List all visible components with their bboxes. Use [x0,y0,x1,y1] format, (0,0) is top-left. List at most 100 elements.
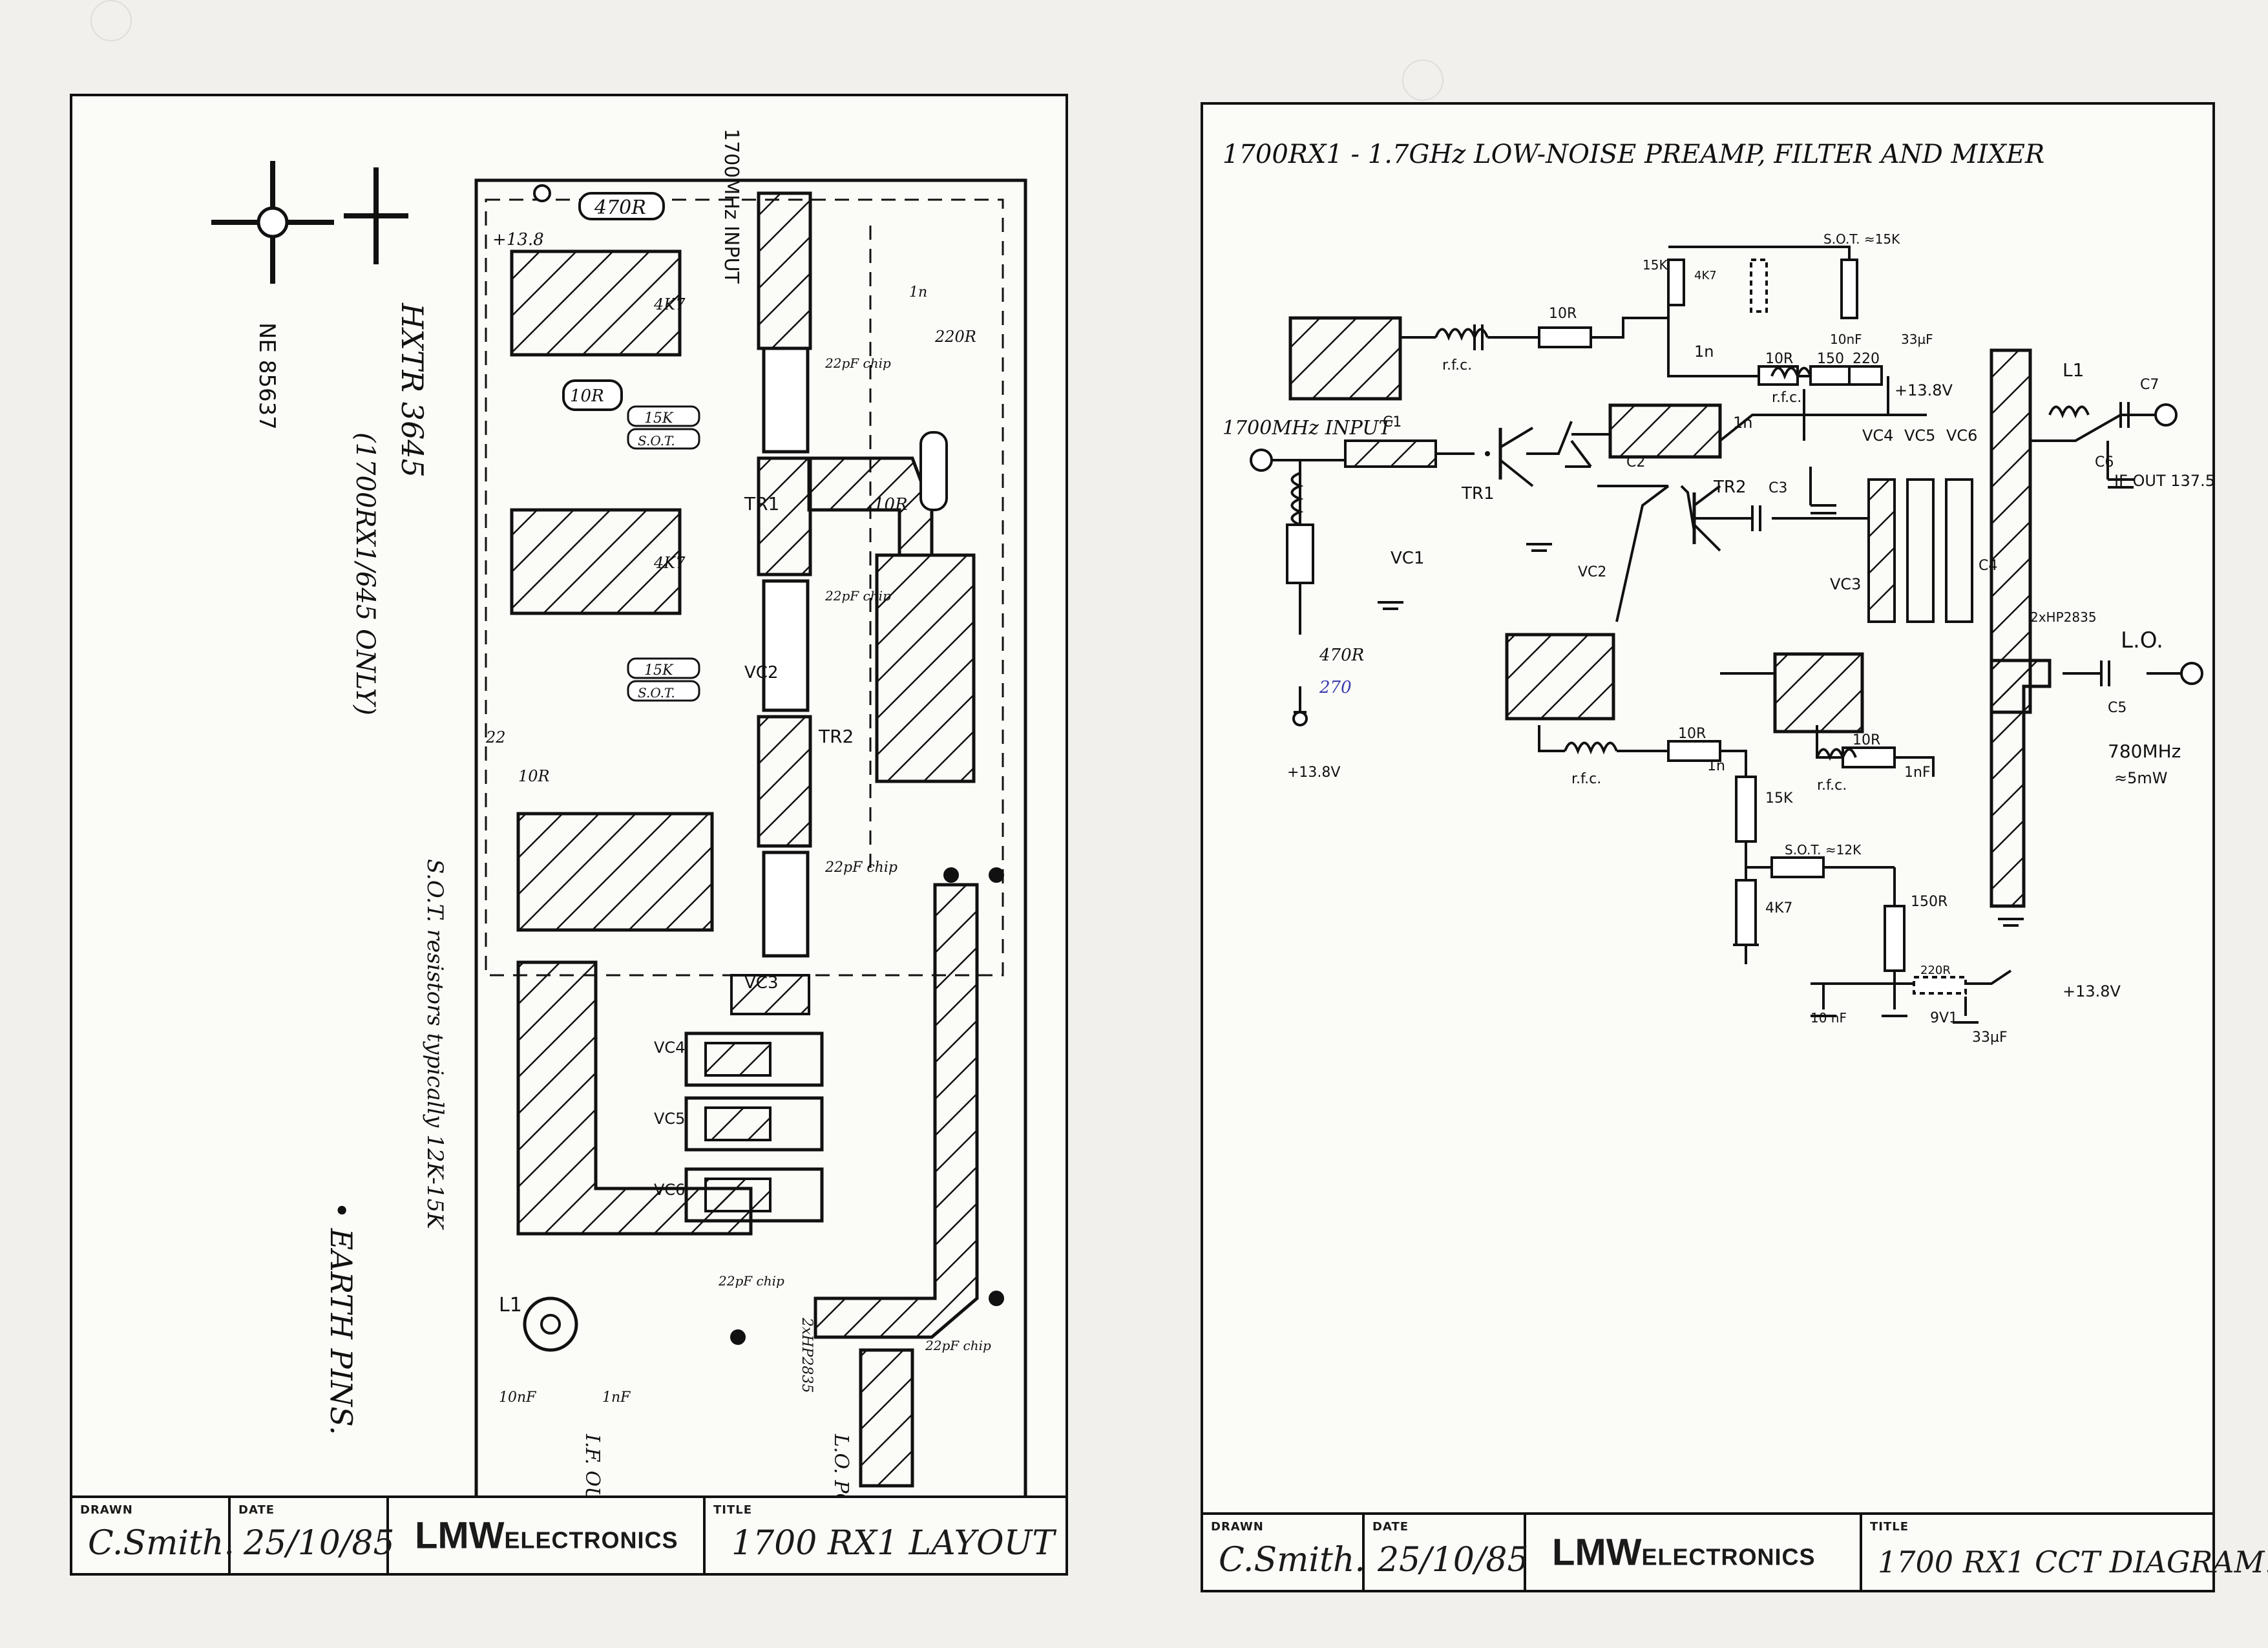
ground-pad-1 [510,249,682,357]
sch-mixer-diodes: 2xHP2835 [2030,609,2097,625]
sch-33uf-b: 33µF [1972,1030,2008,1046]
sch-15k-a: 15K [1643,257,1668,273]
chip-label-a: 22pF chip [824,355,891,371]
earth-pins-text: • EARTH PINS. [324,1201,359,1435]
sch-rfc-c: r.f.c. [1571,771,1601,787]
cct-drawn-cell: DRAWN C.Smith. [1203,1515,1365,1590]
sch-4k7-a: 4K7 [1694,269,1717,282]
sch-10nf-b: 10 nF [1811,1010,1847,1026]
sch-10r-b: 10R [1765,351,1793,367]
ground-pad-3 [516,812,714,932]
layout-sheet: 470R 10R 15K S.O.T. 15K S.O.T. +13.8 TR1… [70,94,1068,1576]
sch-c4: C4 [1979,558,1997,574]
sch-vc1: VC1 [1391,549,1424,568]
chip-label-e: 22pF chip [925,1338,991,1353]
ground-pad-2 [510,508,682,615]
sch-tr1: TR1 [1461,484,1495,503]
label-1n-layout: 1n [909,284,927,301]
sch-lo-freq: 780MHz [2108,741,2181,762]
label-10nf-layout: 10nF [499,1389,536,1406]
layout-input-label: 1700MHz INPUT [720,129,742,284]
layout-drawing: 470R 10R 15K S.O.T. 15K S.O.T. +13.8 TR1… [211,129,1027,1568]
label-10r-c: 10R [518,767,550,785]
sch-220r: 220R [1920,964,1951,977]
sch-c6: C6 [2095,454,2114,470]
cct-date-cell: DATE 25/10/85 [1365,1515,1529,1590]
label-vc4-layout: VC4 [654,1039,685,1057]
label-sot-b: S.O.T. [638,685,675,701]
hxtr-text: HXTR 3645 [395,302,430,478]
sch-150r: 150R [1911,894,1948,910]
sch-vc6: VC6 [1946,427,1977,445]
sot-note-text: S.O.T. resistors typically 12K-15K [422,859,448,1231]
punch-hole-2 [1402,59,1444,101]
sch-if-out: IF OUT 137.5MHz [2114,472,2212,490]
coil-l1 [523,1296,578,1352]
sch-c1: C1 [1383,414,1402,430]
label-tr1-layout: TR1 [744,493,779,514]
label-10r-a: 10R [570,386,604,406]
sch-vc5: VC5 [1904,427,1935,445]
punch-hole-1 [90,0,132,41]
sch-l1: L1 [2063,359,2084,381]
sch-vc2: VC2 [1578,564,1606,580]
label-1nf-layout: 1nF [602,1389,631,1406]
label-vc6-layout: VC6 [654,1181,685,1199]
sch-rfc-b: r.f.c. [1772,390,1801,406]
label-l1-layout: L1 [499,1294,522,1316]
sch-sot-top: S.O.T. ≈15K [1823,231,1900,247]
lo-line [814,883,979,1339]
label-470r: 470R [594,196,646,219]
sch-c3: C3 [1769,480,1787,496]
diodes-text: 2xHP2835 [799,1317,815,1393]
sch-sot-mid: S.O.T. ≈12K [1785,842,1862,858]
sch-150: 150 [1817,351,1844,367]
label-vc5-layout: VC5 [654,1110,685,1128]
label-10r-b: 10R [874,495,908,514]
sch-33uf-a: 33µF [1901,332,1933,347]
sch-10r-d: 10R [1853,732,1880,748]
screen-outline-1 [485,198,1004,977]
date-cell: DATE 25/10/85 [231,1498,395,1573]
label-220r-layout: 220R [934,328,976,346]
label-vc2-layout: VC2 [744,663,778,682]
label-13v8: +13.8 [492,230,544,249]
sch-lo: L.O. [2121,628,2163,653]
sch-vc4: VC4 [1862,427,1893,445]
sch-rfc-a: r.f.c. [1442,357,1472,374]
sch-tr2: TR2 [1713,478,1747,497]
input-track [757,191,812,350]
sch-vc3: VC3 [1830,575,1861,593]
sch-220: 220 [1853,351,1880,367]
sch-10r-a: 10R [1549,306,1577,322]
chip-label-d: 22pF chip [718,1273,784,1289]
ne-part-text: NE 85637 [254,322,280,430]
sch-4k7-b: 4K7 [1765,900,1792,916]
sch-13v8-b: +13.8V [1895,381,1953,399]
sch-c2: C2 [1626,454,1645,470]
sch-1n-a: 1n [1694,343,1714,361]
sch-1nf-d: 1nF [1904,765,1931,781]
chip-label-b: 22pF chip [824,588,891,604]
label-4k7-b: 4K7 [653,554,686,572]
sch-15k-b: 15K [1765,790,1793,807]
sch-1n-b: 1n [1733,414,1752,432]
sch-lo-pow: ≈5mW [2114,769,2168,787]
label-15k-a: 15K [644,410,674,427]
cct-brand-cell: LMWELECTRONICS [1526,1515,1862,1590]
label-vc3-layout: VC3 [744,973,778,993]
sch-c7: C7 [2140,377,2159,393]
transistor-pinout-symbol [211,161,408,284]
ground-pad-4 [875,553,976,783]
rx-only-text: (1700RX1/645 ONLY) [350,432,380,715]
layout-title-block: DRAWN C.Smith. DATE 25/10/85 LMWELECTRON… [70,1495,1068,1576]
drawn-cell: DRAWN C.Smith. [72,1498,235,1573]
sch-13v8-c: +13.8V [2063,982,2121,1000]
circuit-drawing: 1700RX1 - 1.7GHz LOW-NOISE PREAMP, FILTE… [1223,140,2212,1046]
sch-1n-c: 1n [1707,758,1725,774]
sch-10nf-a: 10nF [1830,332,1862,347]
sch-270: 270 [1319,678,1352,697]
chip-label-c: 22pF chip [824,860,898,876]
title-cell: TITLE 1700 RX1 LAYOUT [713,1503,1055,1563]
sch-9v1: 9V1 [1930,1010,1958,1026]
